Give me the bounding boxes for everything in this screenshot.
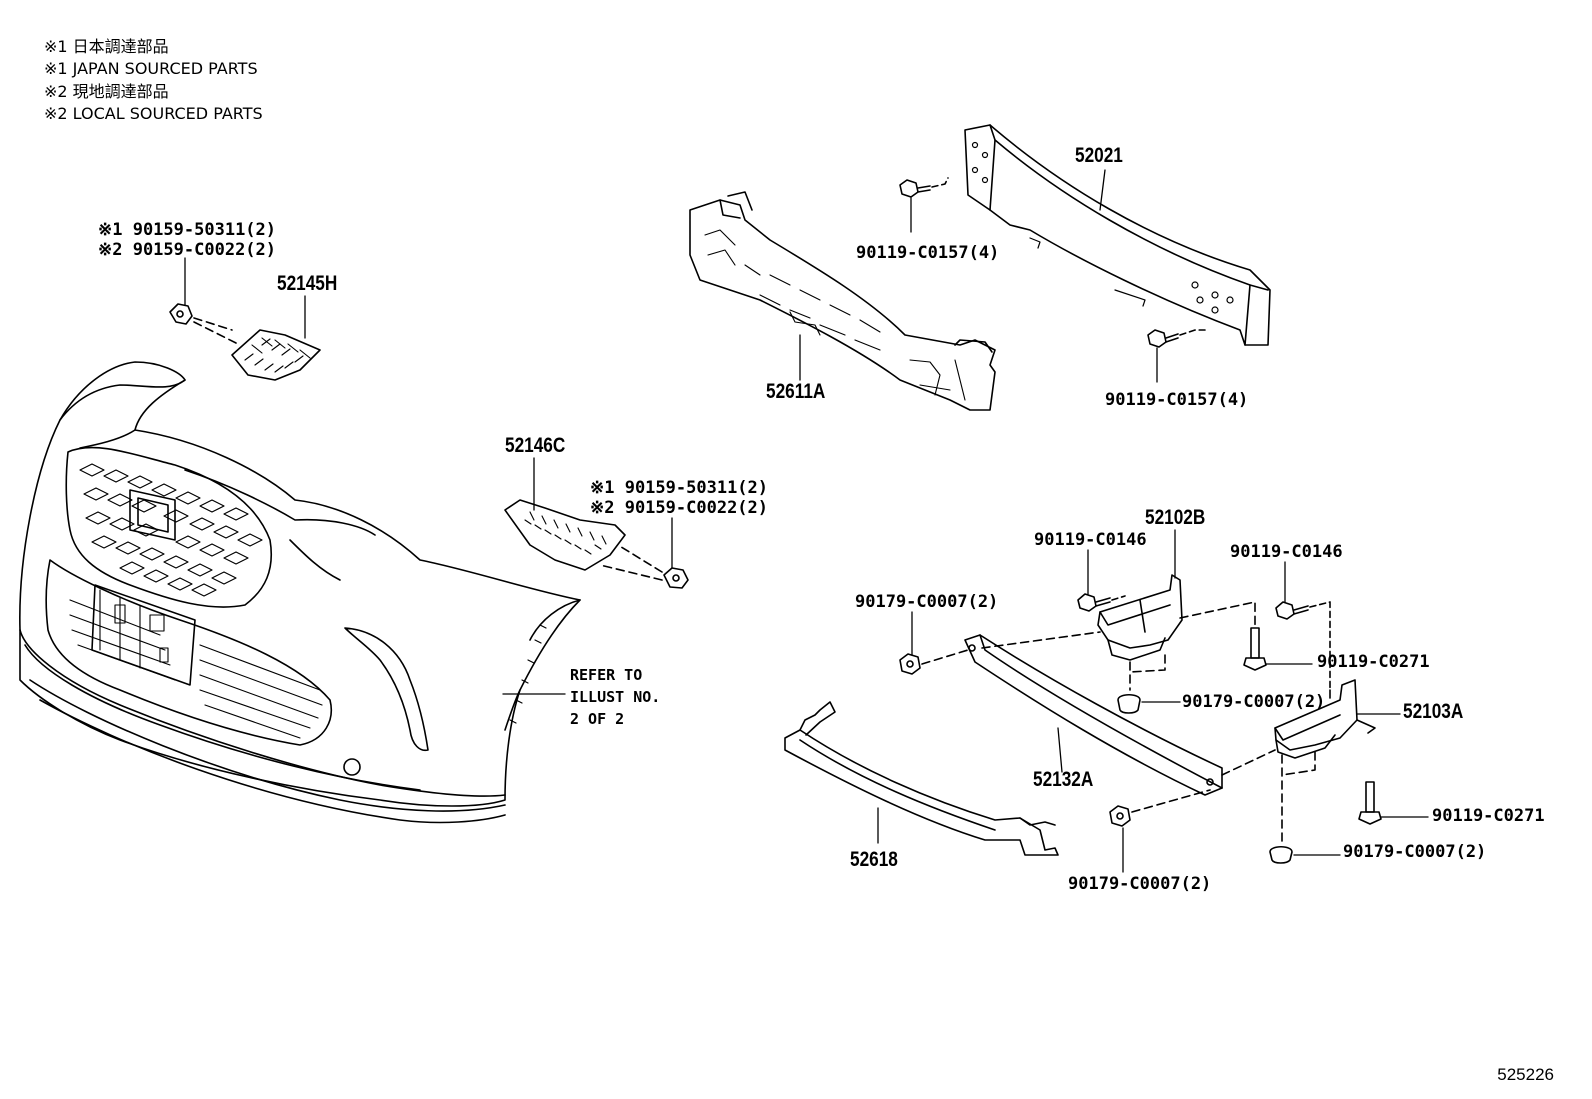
bracket-52145H [232,330,320,380]
note-local-jp: ※2 現地調達部品 [44,82,169,101]
label-nut-left: 90179-C0007(2) [855,592,999,612]
label-clip-mid-2: ※2 90159-C0022(2) [590,498,769,518]
nut-bottom [1110,806,1130,826]
nut-mid [1118,695,1140,713]
label-bolt-lower: 90119-C0157(4) [1105,390,1249,410]
label-nut-bottom: 90179-C0007(2) [1068,874,1212,894]
label-bolt-c0146-right: 90119-C0146 [1230,542,1343,562]
label-52611A: 52611A [766,380,826,403]
leader-lines [185,170,1428,872]
nut-right [1270,847,1292,863]
dash-lines [922,602,1330,842]
bracket-52146C [505,500,625,570]
refer-line-2: ILLUST NO. [570,688,661,706]
absorber-52618 [785,702,1058,855]
label-52132A: 52132A [1033,768,1094,791]
bolt-c0146-left [1078,594,1110,611]
lower-grille [46,560,331,745]
emblem [130,490,175,540]
figure-number: 525226 [1497,1065,1554,1084]
refer-line-3: 2 OF 2 [570,710,625,728]
label-bolt-upper: 90119-C0157(4) [856,243,1000,263]
label-clip-top-2: ※2 90159-C0022(2) [98,240,277,260]
label-52103A: 52103A [1403,700,1464,723]
label-nut-right: 90179-C0007(2) [1343,842,1487,862]
bracket-52102B [1098,575,1182,660]
nut-left [900,654,920,674]
bracket-52103A [1275,680,1375,758]
label-52146C: 52146C [505,434,566,457]
refer-line-1: REFER TO [570,666,643,684]
note-japan-en: ※1 JAPAN SOURCED PARTS [44,59,258,78]
bolt-c0271-upper [1244,628,1266,670]
label-bolt-c0271-lower: 90119-C0271 [1432,806,1545,826]
absorber-52611A [690,192,995,410]
dash-clip-top [194,318,240,345]
note-japan-jp: ※1 日本調達部品 [44,37,169,56]
grille [66,448,271,607]
label-nut-mid: 90179-C0007(2) [1182,692,1326,712]
label-52145H: 52145H [277,272,338,295]
lower-lip [20,630,505,796]
bolt-c0271-lower [1359,782,1381,824]
label-bolt-c0271-upper: 90119-C0271 [1317,652,1430,672]
clip-top [170,304,192,324]
label-bolt-c0146-left: 90119-C0146 [1034,530,1147,550]
license-plate-area [92,585,195,685]
bumper-cover [20,362,580,822]
label-52618: 52618 [850,848,898,871]
label-52102B: 52102B [1145,506,1206,529]
label-52021: 52021 [1075,144,1123,167]
label-clip-mid-1: ※1 90159-50311(2) [590,478,769,498]
fog-light [344,759,360,775]
support-52132A [965,635,1222,795]
dash-clip-mid [600,545,662,580]
side-duct [345,628,428,750]
note-local-en: ※2 LOCAL SOURCED PARTS [44,104,263,123]
bolt-lower [1148,330,1178,347]
label-clip-top-1: ※1 90159-50311(2) [98,220,277,240]
bolt-upper [900,180,930,197]
bolt-c0146-right [1276,602,1308,619]
clip-mid [664,568,688,588]
reinforcement-52021 [965,125,1270,345]
